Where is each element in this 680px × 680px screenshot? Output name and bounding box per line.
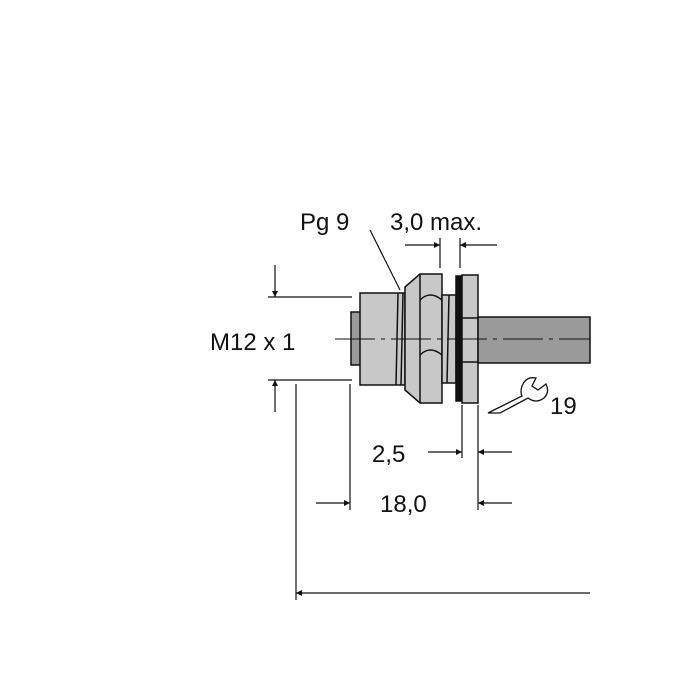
label-washer-thickness: 2,5 [372, 441, 405, 468]
wrench-icon [487, 377, 549, 414]
cable [477, 316, 591, 364]
label-pg9: Pg 9 [300, 209, 349, 236]
label-m12: M12 x 1 [210, 329, 295, 356]
label-wrench-size: 19 [550, 393, 577, 420]
label-nut-thickness: 3,0 max. [390, 209, 482, 236]
label-body-length: 18,0 [380, 491, 427, 518]
dimension-lines [268, 229, 590, 600]
pg9-leader [369, 229, 401, 291]
